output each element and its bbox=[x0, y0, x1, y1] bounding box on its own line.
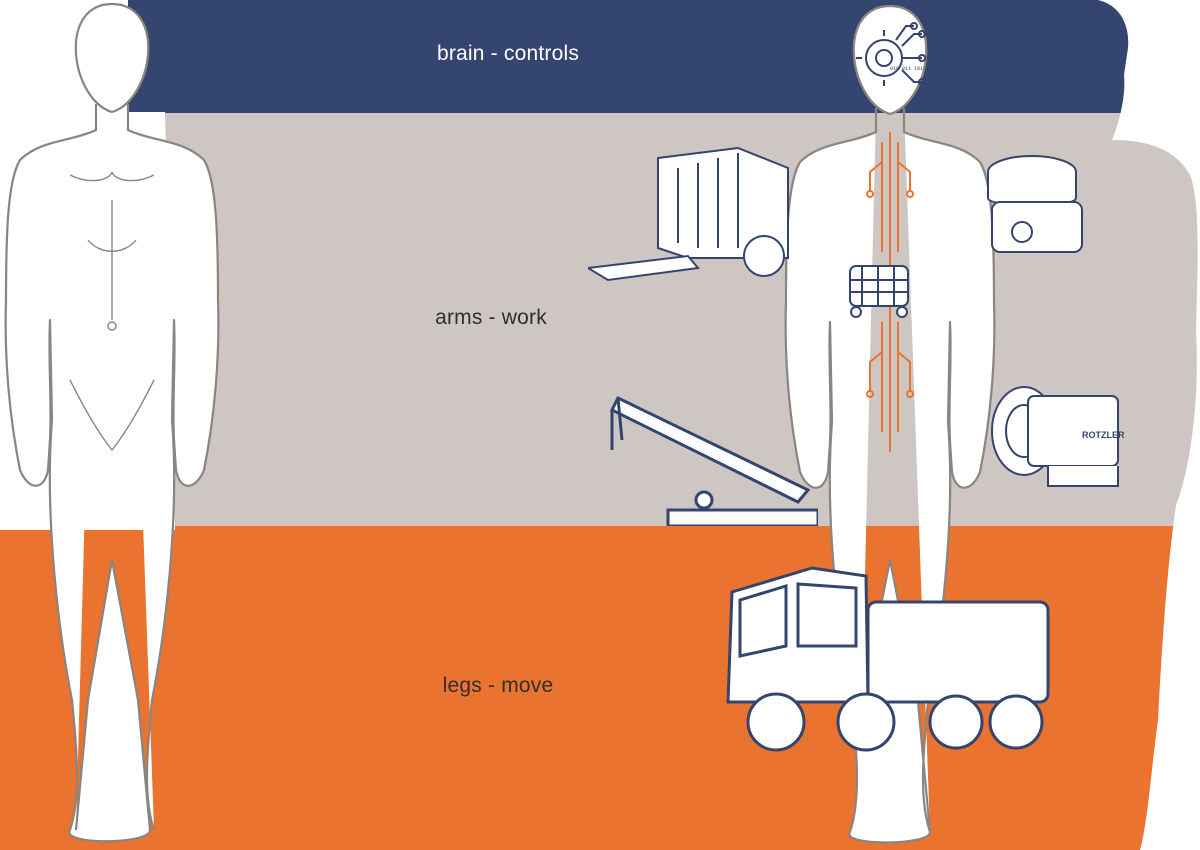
engine-icon bbox=[849, 265, 909, 318]
recovery-crane-icon bbox=[609, 396, 818, 526]
crane-trailer-icon bbox=[588, 146, 789, 282]
truck-icon bbox=[726, 566, 1050, 752]
chip-digits-text: 010 011 101 bbox=[890, 66, 923, 72]
winch-brand-text: ROTZLER bbox=[1082, 430, 1125, 440]
legs-label: legs - move bbox=[442, 674, 554, 697]
hydraulic-drum-icon bbox=[987, 155, 1083, 253]
circuit-brain-icon: 010 011 101 bbox=[856, 22, 926, 86]
brain-label: brain - controls bbox=[436, 42, 580, 65]
brain-band bbox=[0, 0, 1198, 113]
arms-label: arms - work bbox=[435, 306, 547, 329]
winch-icon: ROTZLER bbox=[991, 386, 1125, 487]
